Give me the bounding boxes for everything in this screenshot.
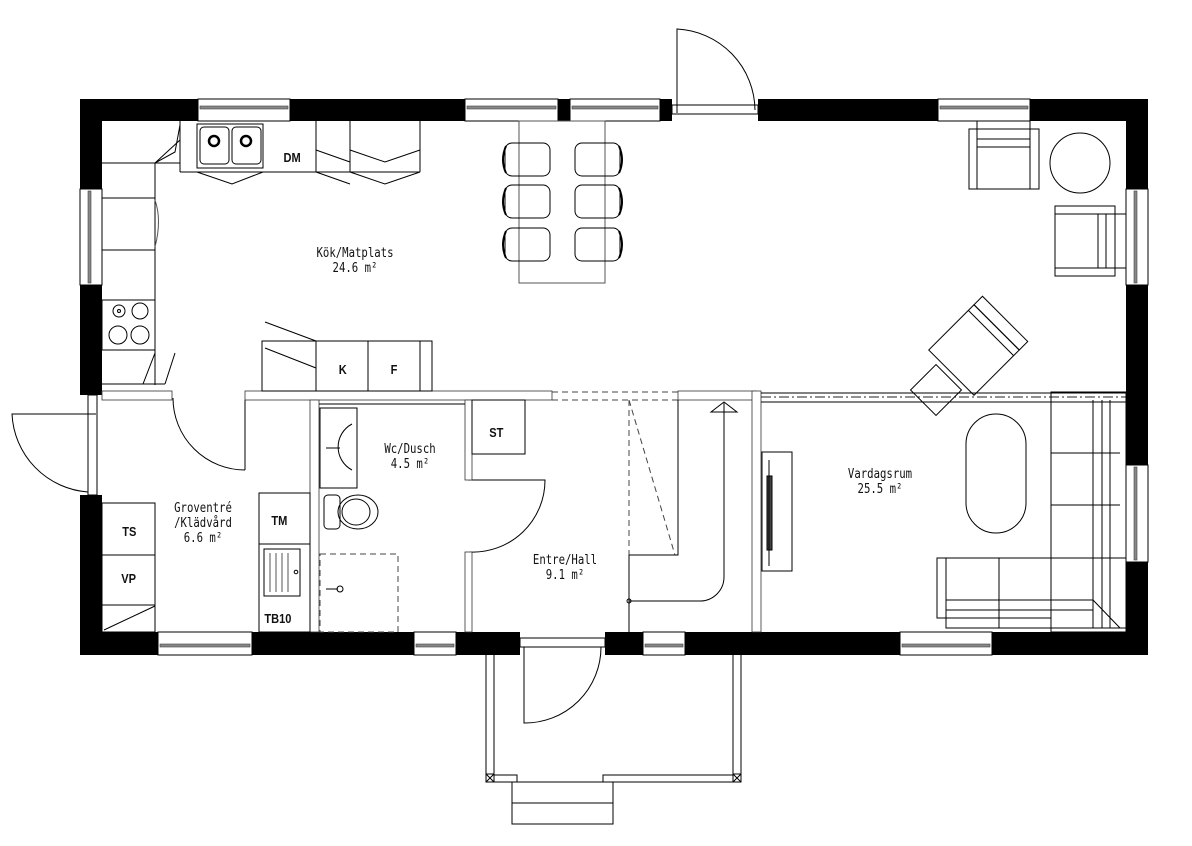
- windows: [79, 98, 1149, 656]
- heat-pump-tag: VP: [121, 571, 137, 586]
- groventre-fixtures: [101, 492, 311, 633]
- freezer-tag: F: [390, 362, 398, 377]
- room-area: 25.5 m²: [857, 482, 903, 497]
- room-area: 24.6 m²: [332, 261, 378, 276]
- room-label-groventre: Groventré /Klädvård 6.6 m²: [162, 501, 244, 546]
- doors: [11, 28, 759, 724]
- washer-tag: TM: [271, 513, 288, 528]
- room-label-vardagsrum: Vardagsrum 25.5 m²: [835, 467, 925, 497]
- dishwasher-tag: DM: [283, 150, 301, 165]
- porch: [485, 655, 742, 825]
- room-area: 4.5 m²: [390, 457, 430, 472]
- room-name: Vardagsrum: [847, 467, 913, 482]
- room-area: 6.6 m²: [183, 531, 223, 546]
- sink-cabinet-tag: TB10: [264, 611, 292, 626]
- staircase: [626, 399, 739, 632]
- dryer-tag: TS: [122, 524, 137, 539]
- kitchen-counters: [101, 121, 433, 392]
- room-label-kok: Kök/Matplats 24.6 m²: [310, 246, 400, 276]
- room-label-hall: Entre/Hall 9.1 m²: [520, 553, 610, 583]
- room-name: Kök/Matplats: [316, 246, 394, 261]
- bathroom-fixtures: [319, 399, 526, 633]
- exterior-walls: [80, 99, 1148, 655]
- interior-walls: [101, 390, 1126, 633]
- room-label-wc: Wc/Dusch 4.5 m²: [369, 442, 451, 472]
- fridge-tag: K: [338, 362, 347, 377]
- room-name-2: /Klädvård: [174, 516, 232, 531]
- living-furniture: [761, 120, 1127, 633]
- dining-set: [502, 120, 623, 284]
- room-name: Wc/Dusch: [384, 442, 436, 457]
- room-name: Entre/Hall: [532, 553, 598, 568]
- room-area: 9.1 m²: [545, 568, 585, 583]
- room-name: Groventré: [174, 501, 232, 516]
- storage-tag: ST: [489, 425, 504, 440]
